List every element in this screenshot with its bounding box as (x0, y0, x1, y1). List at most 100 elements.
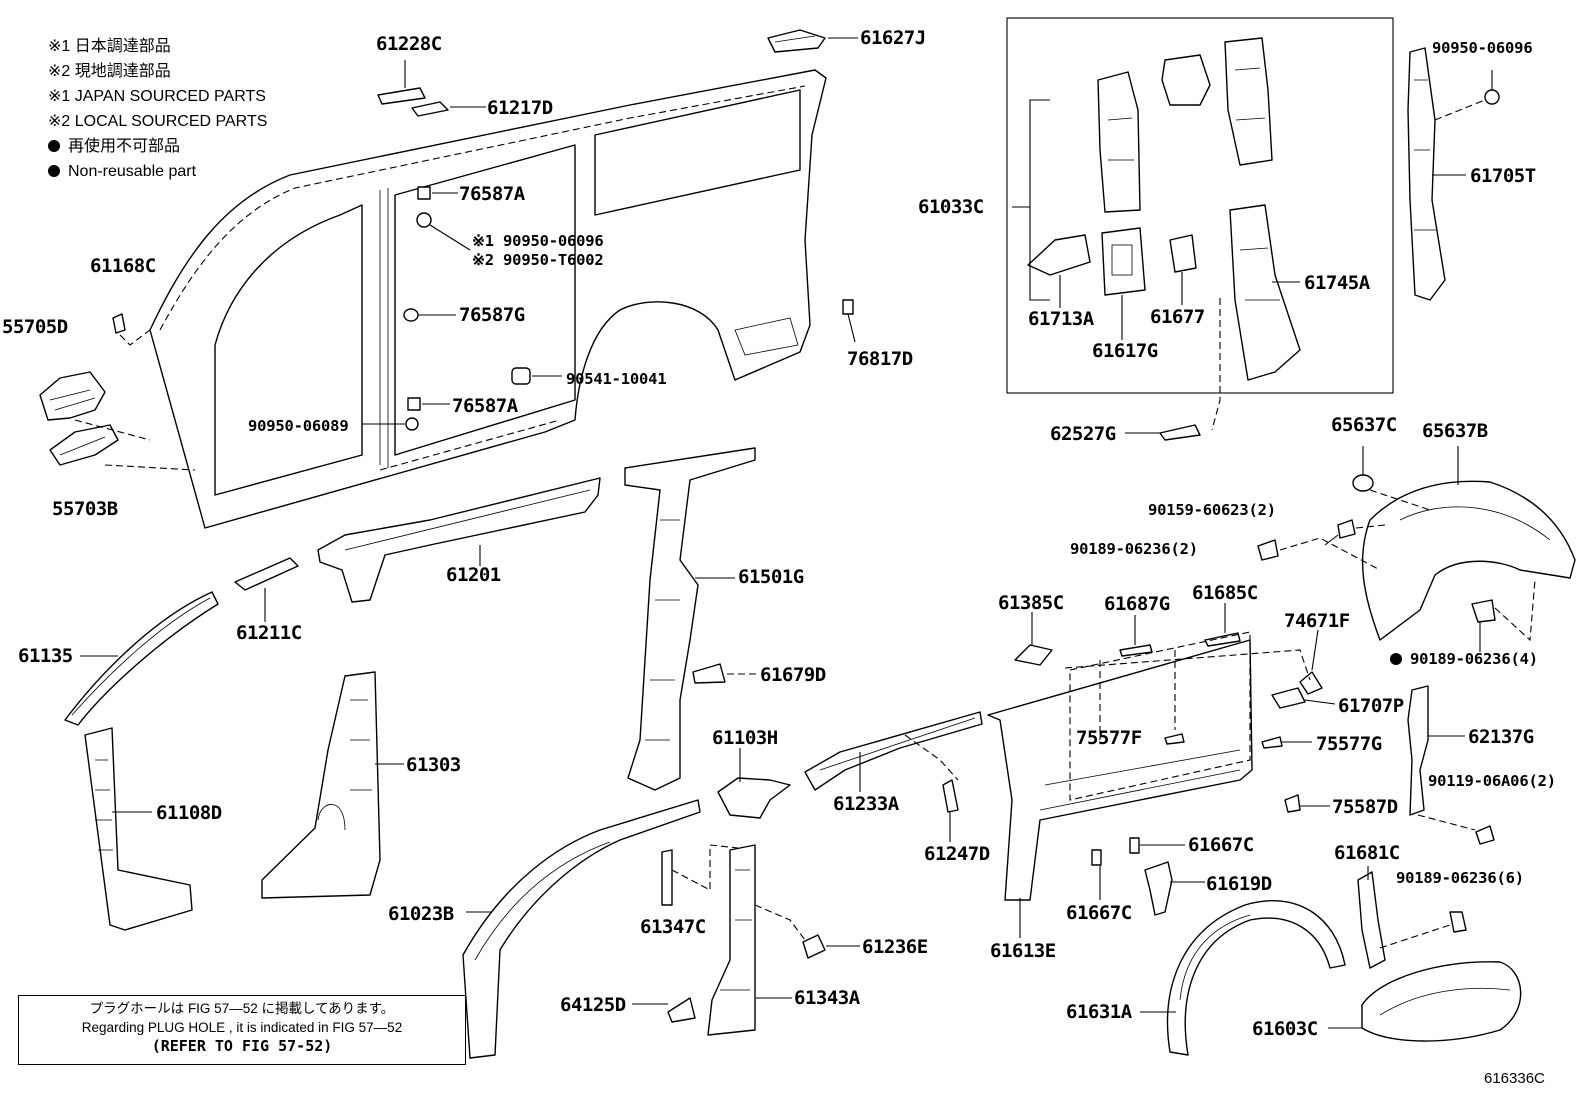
label-90119-06a06[interactable]: 90119-06A06(2) (1428, 772, 1556, 790)
part-61627j-shape[interactable] (767, 29, 826, 53)
label-61627j[interactable]: 61627J (860, 27, 926, 49)
label-61023b[interactable]: 61023B (388, 903, 454, 925)
label-61211c[interactable]: 61211C (236, 622, 302, 644)
part-64125d-shape[interactable] (667, 997, 696, 1023)
part-61385c-shape[interactable] (1014, 644, 1053, 666)
part-61619d-shape[interactable] (1144, 861, 1173, 916)
inset-part-61033c-c[interactable] (1224, 37, 1273, 166)
label-62527g[interactable]: 62527G (1050, 423, 1116, 445)
part-61217d-shape[interactable] (411, 101, 449, 117)
part-61685c-shape[interactable] (1204, 632, 1241, 647)
part-61233a-shape[interactable] (804, 711, 983, 791)
part-62527g-shape[interactable] (1159, 424, 1201, 441)
label-90541-10041[interactable]: 90541-10041 (566, 370, 667, 388)
label-61619d[interactable]: 61619D (1206, 873, 1272, 895)
part-61023b-shape[interactable] (462, 799, 701, 1059)
part-61613e-shape[interactable] (987, 631, 1253, 901)
part-61501g-shape[interactable] (624, 447, 756, 791)
part-61211c-shape[interactable] (234, 557, 299, 591)
clip-90189-06236-2-shape[interactable] (1257, 539, 1279, 561)
label-61707p[interactable]: 61707P (1338, 695, 1404, 717)
label-75577g[interactable]: 75577G (1316, 733, 1382, 755)
screw-90159-60623-shape[interactable] (1324, 519, 1356, 546)
label-61343a[interactable]: 61343A (794, 987, 860, 1009)
label-62137g[interactable]: 62137G (1468, 726, 1534, 748)
part-55705d-shape[interactable] (39, 371, 106, 421)
label-61303[interactable]: 61303 (406, 754, 461, 776)
label-90189-06236-2[interactable]: 90189-06236(2) (1070, 540, 1198, 558)
part-55703b-shape[interactable] (49, 424, 119, 466)
label-90189-06236-4[interactable]: 90189-06236(4) (1390, 648, 1538, 670)
label-55705d[interactable]: 55705D (2, 316, 68, 338)
label-61236e[interactable]: 61236E (862, 936, 928, 958)
label-64125d[interactable]: 64125D (560, 994, 626, 1016)
part-61108d-shape[interactable] (84, 727, 193, 931)
part-61705t-shape[interactable] (1407, 47, 1446, 301)
label-61685c[interactable]: 61685C (1192, 582, 1258, 604)
label-61677[interactable]: 61677 (1150, 306, 1205, 328)
part-61303-shape[interactable] (261, 671, 381, 899)
clip-90189-06236-6-shape[interactable] (1449, 911, 1467, 933)
part-61228c-shape[interactable] (377, 87, 426, 105)
label-61667c-lower[interactable]: 61667C (1066, 902, 1132, 924)
part-61631a-shape[interactable] (1166, 900, 1346, 1056)
part-90541-10041-shape[interactable] (511, 367, 531, 385)
part-61679d-shape[interactable] (692, 663, 726, 684)
label-61347c[interactable]: 61347C (640, 916, 706, 938)
label-74671f[interactable]: 74671F (1284, 610, 1350, 632)
note-reference[interactable]: (REFER TO FIG 57-52) (151, 1037, 333, 1055)
label-90950-06096-right[interactable]: 90950-06096 (1432, 39, 1533, 57)
label-90950-06089[interactable]: 90950-06089 (248, 417, 349, 435)
label-61713a[interactable]: 61713A (1028, 308, 1094, 330)
part-76587a-upper-shape[interactable] (417, 186, 431, 200)
label-65637b[interactable]: 65637B (1422, 420, 1488, 442)
label-76587a-lower[interactable]: 76587A (452, 395, 518, 417)
body-side-outer-panel[interactable] (149, 69, 827, 529)
label-61681c[interactable]: 61681C (1334, 842, 1400, 864)
part-61687g-shape[interactable] (1119, 644, 1153, 657)
part-75587d-shape[interactable] (1284, 794, 1301, 813)
label-76587g[interactable]: 76587G (459, 304, 525, 326)
label-61667c-upper[interactable]: 61667C (1188, 834, 1254, 856)
label-76817d[interactable]: 76817D (847, 348, 913, 370)
label-61233a[interactable]: 61233A (833, 793, 899, 815)
part-61103h-shape[interactable] (717, 777, 791, 819)
label-61168c[interactable]: 61168C (90, 255, 156, 277)
part-61681c-shape[interactable] (1357, 871, 1386, 969)
label-61705t[interactable]: 61705T (1470, 165, 1536, 187)
label-61745a[interactable]: 61745A (1304, 272, 1370, 294)
part-75577g-shape[interactable] (1261, 736, 1283, 749)
part-76817d-shape[interactable] (842, 299, 854, 315)
part-61343a-shape[interactable] (707, 844, 756, 1036)
part-61236e-shape[interactable] (802, 934, 826, 959)
part-65637b-shape[interactable] (1361, 480, 1576, 641)
part-61707p-shape[interactable] (1271, 687, 1306, 709)
label-61033c[interactable]: 61033C (918, 196, 984, 218)
part-61603c-shape[interactable] (1361, 961, 1522, 1042)
part-61201-shape[interactable] (317, 477, 601, 603)
plug-90950-06096-right-shape[interactable] (1484, 89, 1500, 105)
label-55703b[interactable]: 55703B (52, 498, 118, 520)
label-61613e[interactable]: 61613E (990, 940, 1056, 962)
label-61687g[interactable]: 61687G (1104, 593, 1170, 615)
label-65637c[interactable]: 65637C (1331, 414, 1397, 436)
label-90950-06096-jp[interactable]: ※1 90950-06096 (472, 232, 604, 250)
part-62137g-shape[interactable] (1407, 685, 1429, 816)
part-61667c-upper-shape[interactable] (1129, 837, 1140, 854)
label-61631a[interactable]: 61631A (1066, 1001, 1132, 1023)
label-61247d[interactable]: 61247D (924, 843, 990, 865)
clip-90189-06236-4-shape[interactable] (1471, 599, 1496, 623)
label-75587d[interactable]: 75587D (1332, 796, 1398, 818)
inset-part-61745a-shape[interactable] (1229, 204, 1301, 381)
part-61168c-shape[interactable] (112, 313, 126, 334)
label-61103h[interactable]: 61103H (712, 727, 778, 749)
label-61108d[interactable]: 61108D (156, 802, 222, 824)
nut-65637c-shape[interactable] (1352, 474, 1374, 492)
part-61247d-shape[interactable] (942, 779, 959, 813)
bolt-90119-06a06-shape[interactable] (1475, 825, 1495, 845)
part-61667c-lower-shape[interactable] (1091, 849, 1102, 866)
inset-part-61033c-a[interactable] (1097, 71, 1141, 213)
label-90159-60623[interactable]: 90159-60623(2) (1148, 501, 1276, 519)
part-75577f-shape[interactable] (1164, 733, 1185, 745)
part-76587g-shape[interactable] (403, 308, 419, 322)
